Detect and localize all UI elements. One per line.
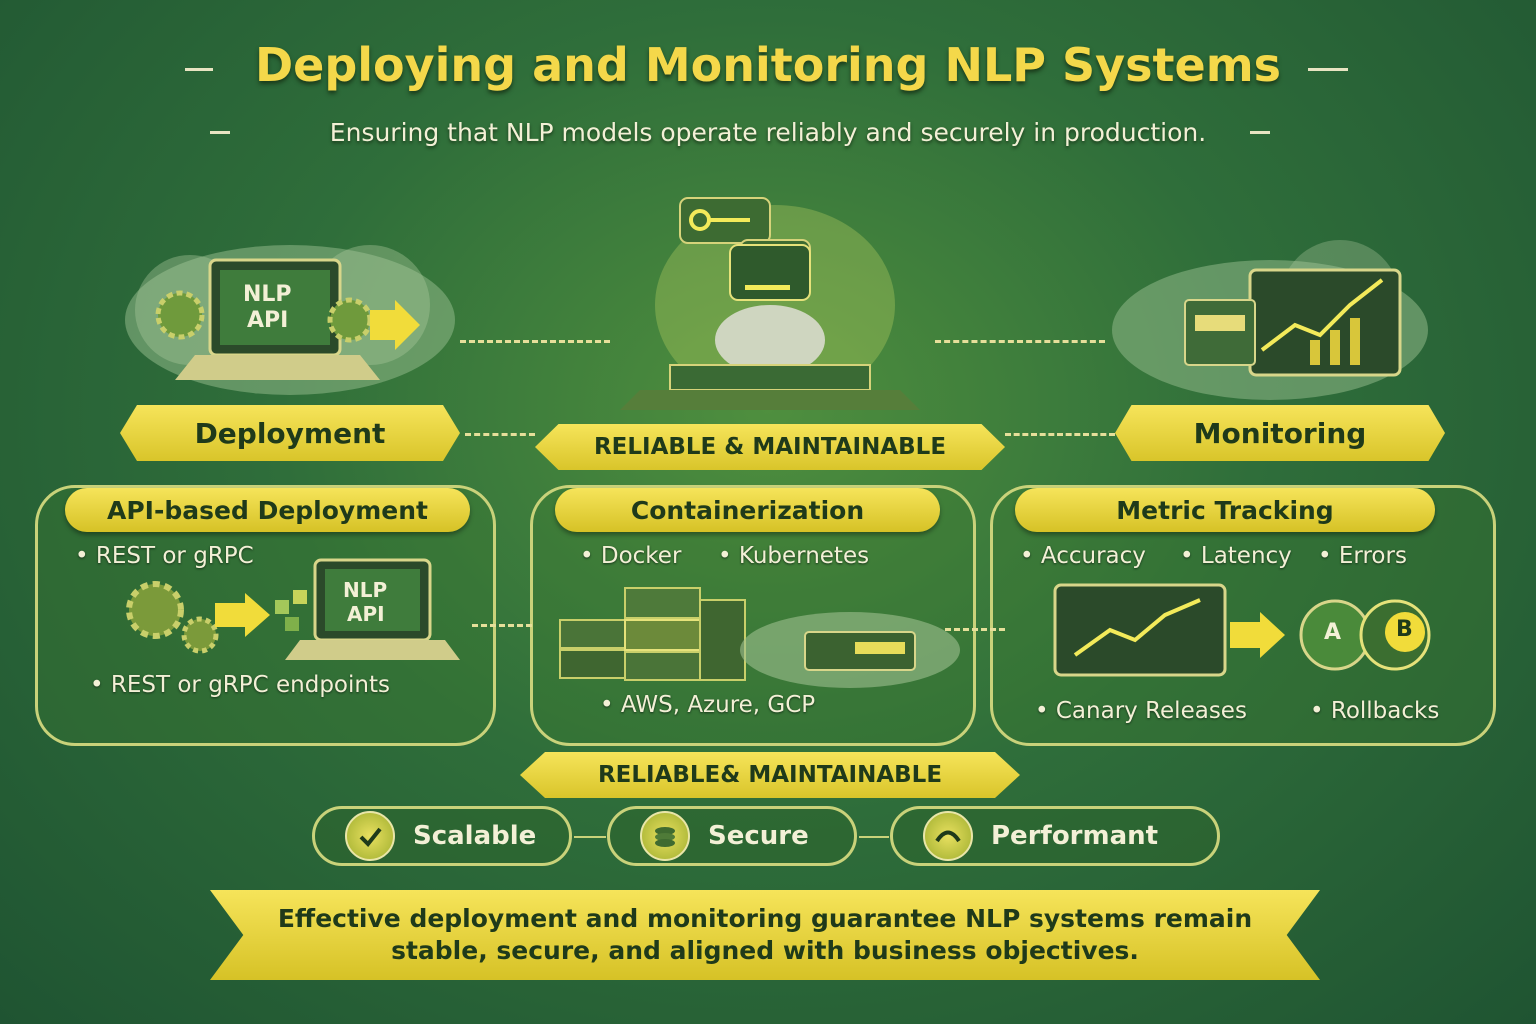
feature-scalable-label: Scalable — [413, 821, 537, 851]
stage-deployment: Deployment — [120, 405, 460, 461]
container-icon — [559, 619, 631, 649]
metrics-bullet-latency: • Latency — [1180, 543, 1292, 569]
subtitle-rule-left — [210, 131, 230, 134]
laptop-label-nlp: NLP — [243, 282, 292, 307]
api-bullet-bottom: • REST or gRPC endpoints — [90, 672, 390, 698]
containers-bullet-cloud: • AWS, Azure, GCP — [600, 692, 816, 718]
arrow-right-icon — [370, 300, 420, 350]
panel-laptop-label-api: API — [347, 602, 385, 626]
monitoring-illustration — [1112, 240, 1428, 400]
containers-bullet-docker: • Docker — [580, 543, 682, 569]
connector-containers-to-metrics — [945, 628, 1005, 631]
feature-secure: Secure — [607, 806, 857, 866]
api-bullet-top: • REST or gRPC — [75, 543, 254, 569]
closing-line-2: stable, secure, and aligned with busines… — [391, 936, 1139, 965]
closing-line-1: Effective deployment and monitoring guar… — [277, 904, 1253, 933]
container-icon — [559, 649, 631, 679]
panel-metrics-title: Metric Tracking — [1015, 488, 1435, 532]
page-title: Deploying and Monitoring NLP Systems — [254, 38, 1281, 92]
connector-deploy-to-center — [460, 340, 610, 343]
arrow-right-icon — [215, 593, 270, 637]
arrow-right-icon — [1230, 612, 1285, 658]
ab-label-b: B — [1396, 617, 1413, 642]
panel-api-title: API-based Deployment — [65, 488, 470, 532]
connector-banner-right — [1005, 433, 1115, 436]
container-icon — [624, 619, 701, 651]
robot-illustration — [620, 197, 920, 410]
check-icon — [345, 811, 395, 861]
closing-banner: Effective deployment and monitoring guar… — [210, 890, 1320, 980]
containers-bullet-kubernetes: • Kubernetes — [718, 543, 870, 569]
connector-center-to-monitor — [935, 340, 1105, 343]
deployment-illustration — [125, 245, 455, 395]
gear-icon — [126, 581, 184, 639]
speed-icon — [923, 811, 973, 861]
connector-banner-left — [465, 433, 535, 436]
gear-icon — [327, 297, 373, 343]
panel-laptop-label-nlp: NLP — [343, 578, 388, 602]
title-rule-left — [185, 68, 213, 71]
metrics-bullet-canary: • Canary Releases — [1035, 698, 1247, 724]
metrics-bullet-accuracy: • Accuracy — [1020, 543, 1146, 569]
dashboard-icon — [1053, 583, 1227, 677]
stage-monitoring: Monitoring — [1115, 405, 1445, 461]
gear-icon — [181, 616, 219, 654]
metrics-illustration — [1053, 583, 1431, 677]
robot-head — [729, 244, 811, 301]
robot-body — [715, 305, 825, 375]
container-icon — [624, 651, 701, 681]
document-icon — [1184, 299, 1256, 366]
feature-connector-1 — [574, 836, 606, 838]
metrics-bullet-errors: • Errors — [1318, 543, 1407, 569]
container-icon — [699, 599, 746, 681]
page-subtitle: Ensuring that NLP models operate reliabl… — [329, 118, 1207, 147]
api-illustration — [126, 558, 460, 660]
container-icon — [624, 587, 701, 619]
connector-api-to-containers — [472, 624, 532, 627]
feature-secure-label: Secure — [708, 821, 809, 851]
feature-performant: Performant — [890, 806, 1220, 866]
subtitle-rule-right — [1250, 131, 1270, 134]
stack-icon — [640, 811, 690, 861]
laptop-label-api: API — [247, 308, 289, 333]
gear-icon — [155, 290, 205, 340]
containers-illustration — [559, 587, 960, 688]
title-rule-right — [1308, 68, 1348, 71]
stage-reliable-maintainable: RELIABLE & MAINTAINABLE — [535, 424, 1005, 470]
panel-containers-title: Containerization — [555, 488, 940, 532]
metrics-bullet-rollbacks: • Rollbacks — [1310, 698, 1440, 724]
feature-connector-2 — [859, 836, 889, 838]
feature-performant-label: Performant — [991, 821, 1159, 851]
ab-label-a: A — [1324, 620, 1342, 645]
lower-banner-reliable-maintainable: RELIABLE& MAINTAINABLE — [520, 752, 1020, 798]
feature-scalable: Scalable — [312, 806, 572, 866]
